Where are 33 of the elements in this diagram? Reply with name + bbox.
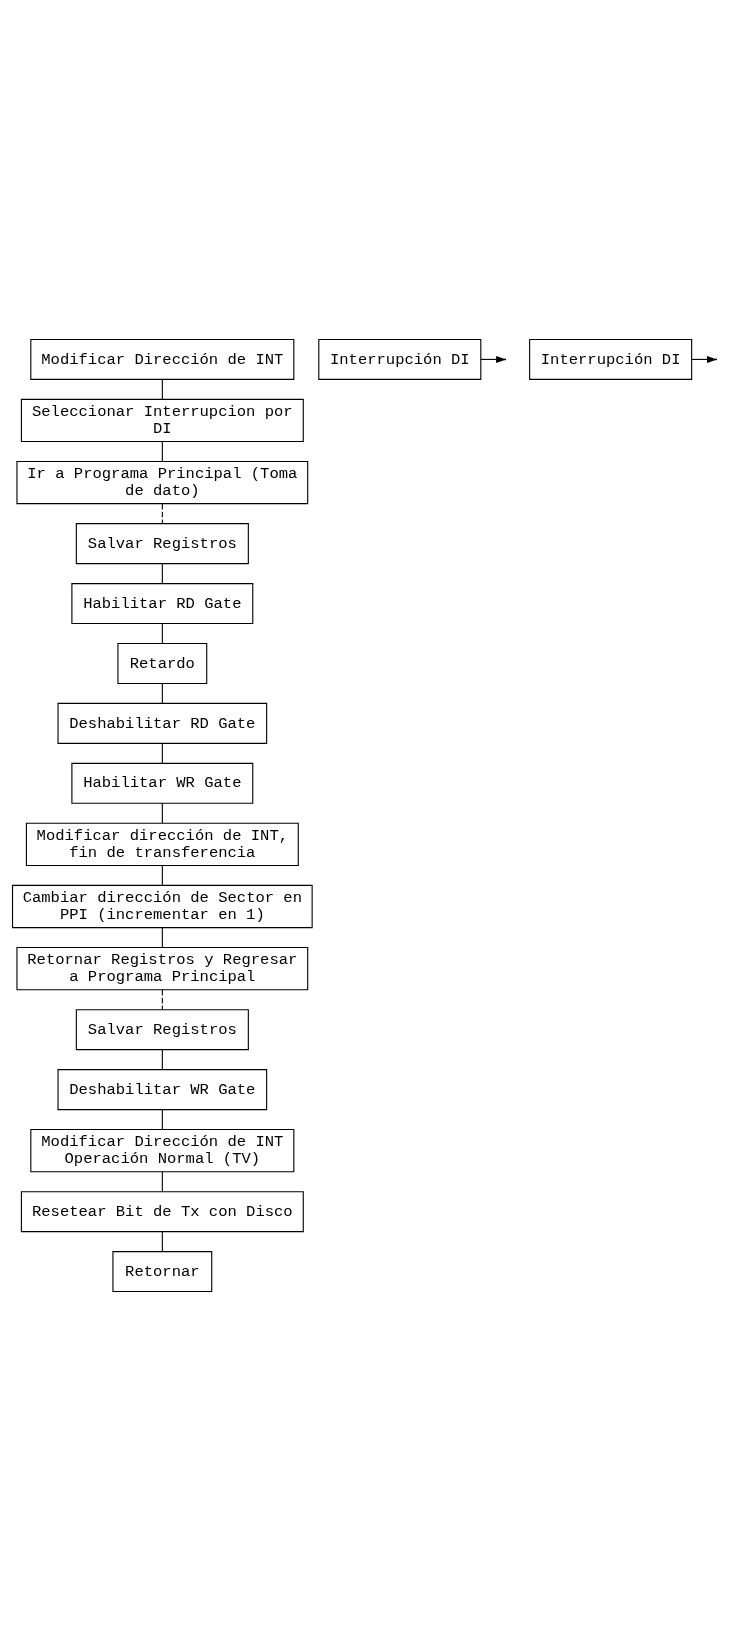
- connector: [161, 1049, 163, 1070]
- connector: [161, 865, 163, 886]
- connector: [161, 802, 163, 824]
- node-box: Salvar Registros: [75, 1009, 249, 1051]
- connector: [161, 563, 163, 584]
- node-box: Retornar: [112, 1251, 213, 1293]
- connector: [161, 1171, 163, 1193]
- connector: [161, 1109, 163, 1130]
- node-box: Ir a Programa Principal (Toma de dato): [16, 460, 309, 505]
- node-box: Cambiar dirección de Sector en PPI (incrementar en 1): [11, 884, 313, 929]
- node-box: Deshabilitar WR Gate: [57, 1069, 268, 1111]
- connector: [161, 927, 163, 948]
- node-box: Retornar Registros y Regresar a Programa Principal: [16, 947, 309, 991]
- node-box: Interrupción DI: [529, 338, 693, 380]
- connector: [161, 682, 163, 704]
- connector: [161, 989, 163, 1011]
- connector: [161, 378, 163, 400]
- connector: [161, 623, 163, 644]
- node-box: Deshabilitar RD Gate: [57, 702, 268, 744]
- node-box: Seleccionar Interrupcion por DI: [20, 398, 304, 443]
- connector: [161, 503, 163, 525]
- connector: [161, 1231, 163, 1252]
- node-box: Modificar Dirección de INT Operación Normal (TV): [30, 1129, 295, 1173]
- node-box: Interrupción DI: [318, 338, 482, 380]
- node-box: Modificar Dirección de INT: [30, 338, 295, 380]
- node-box: Modificar dirección de INT, fin de transferencia: [25, 822, 299, 866]
- connector: [161, 441, 163, 462]
- connector: [161, 742, 163, 764]
- node-box: Salvar Registros: [75, 523, 249, 565]
- node-box: Habilitar WR Gate: [71, 762, 254, 804]
- node-box: Retardo: [117, 642, 208, 684]
- node-box: Habilitar RD Gate: [71, 583, 254, 625]
- node-box: Resetear Bit de Tx con Disco: [20, 1191, 304, 1233]
